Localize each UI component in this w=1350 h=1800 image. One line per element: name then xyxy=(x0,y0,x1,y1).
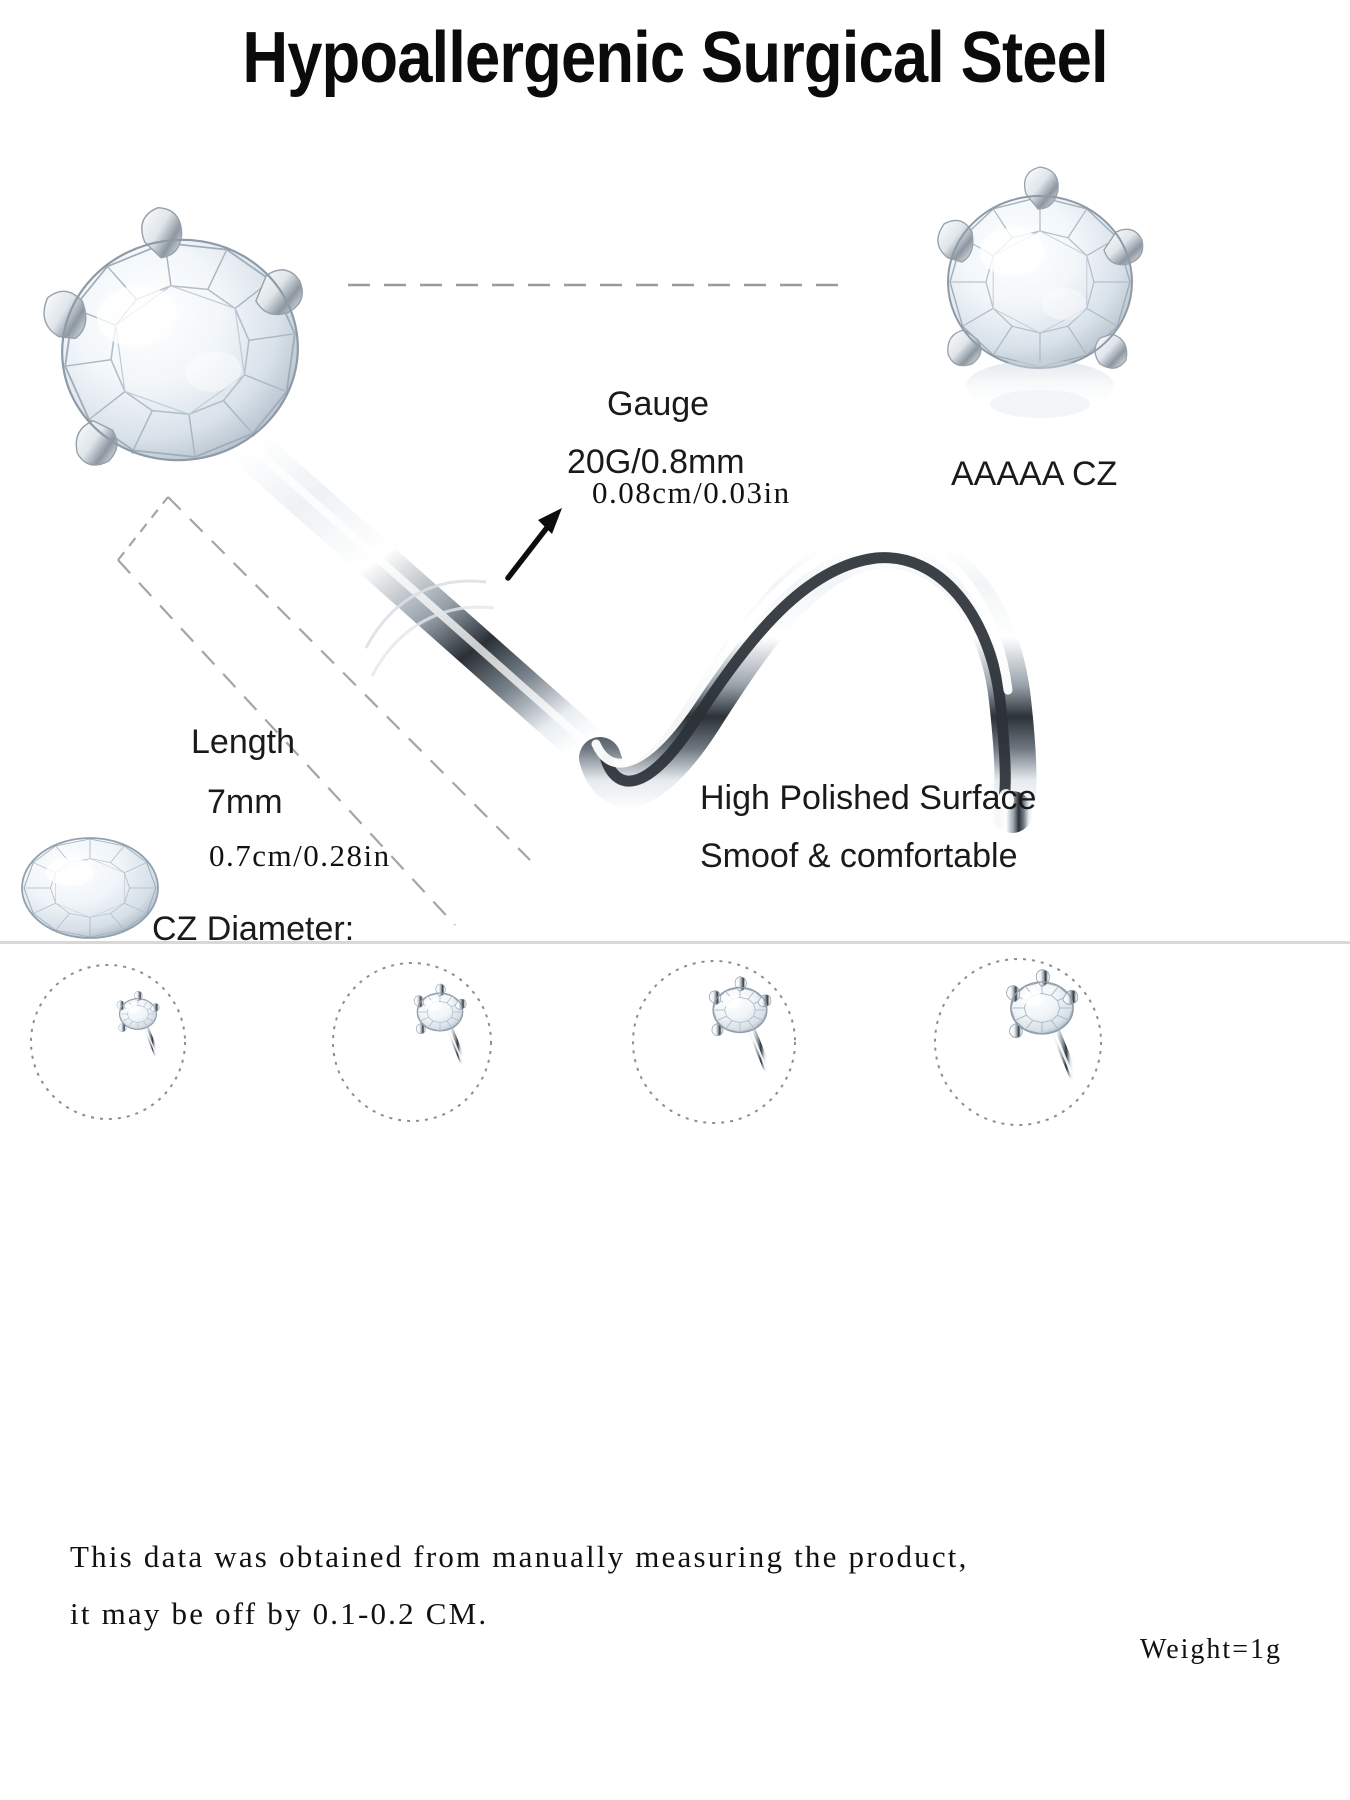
polish-line-2: Smoof & comfortable xyxy=(700,837,1018,875)
gauge-title: Gauge xyxy=(607,385,710,423)
section-divider xyxy=(0,941,1350,944)
list-item xyxy=(934,958,1102,1126)
weight-label: Weight=1g xyxy=(1140,1634,1282,1665)
length-title: Length xyxy=(191,723,295,761)
gauge-value-mm: 20G/0.8mm xyxy=(567,443,745,481)
length-value-mm: 7mm xyxy=(207,783,283,821)
disclaimer-line-1: This data was obtained from manually mea… xyxy=(70,1539,969,1574)
main-illustration xyxy=(21,166,1144,939)
nose-stud-shaft xyxy=(211,411,1037,833)
disclaimer-text: This data was obtained from manually mea… xyxy=(70,1528,1280,1642)
cz-closeup-gem xyxy=(937,166,1144,418)
list-item xyxy=(30,964,186,1120)
gauge-arrow-icon xyxy=(505,508,562,581)
list-item xyxy=(632,960,796,1124)
length-value-cm: 0.7cm/0.28in xyxy=(209,838,391,873)
gauge-value-cm: 0.08cm/0.03in xyxy=(592,475,791,510)
cz-grade-label: AAAAA CZ xyxy=(951,455,1118,493)
page-title: Hypoallergenic Surgical Steel xyxy=(242,18,1108,98)
main-cz-gem xyxy=(43,206,311,475)
cz-diameter-row xyxy=(30,958,1102,1126)
polish-line-1: High Polished Surface xyxy=(700,779,1037,817)
disclaimer-line-2: it may be off by 0.1-0.2 CM. xyxy=(70,1596,489,1631)
loose-cz-gem xyxy=(21,837,159,939)
list-item xyxy=(332,962,492,1122)
dimension-guides xyxy=(117,283,848,926)
